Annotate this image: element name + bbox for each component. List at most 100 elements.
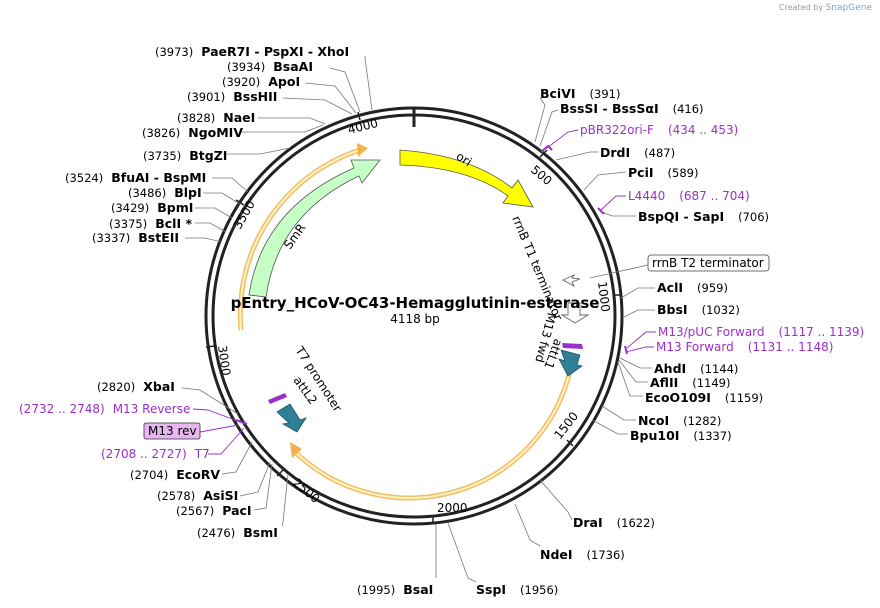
site-leader — [221, 441, 253, 475]
orf-arc-upper-inner — [239, 149, 361, 331]
site-leader — [447, 522, 477, 583]
site-leader — [195, 207, 233, 219]
site-leader — [619, 357, 652, 369]
tick-mark — [205, 345, 216, 348]
rrnb-t2-box — [647, 254, 770, 272]
plasmid-name: pEntry_HCoV-OC43-Hemagglutinin-esterase — [231, 294, 600, 312]
primer-l4440: L4440(687 .. 704) — [628, 189, 750, 203]
primer-leader — [546, 129, 579, 149]
tick-mark — [539, 149, 548, 158]
smr-arrow — [248, 159, 381, 298]
site-xbai: (2820)XbaI — [97, 379, 175, 394]
ori-arrow — [399, 149, 534, 208]
tick-mark — [566, 439, 574, 447]
site-leader — [601, 405, 636, 421]
m13-rev-box — [143, 422, 201, 440]
tick-label: 3500 — [230, 198, 257, 231]
site-blpi: (3486)BlpI — [128, 185, 202, 200]
primer-mark — [540, 144, 553, 153]
site-paci: (2567)PacI — [176, 503, 252, 518]
site-bspqi: BspQI - SapI(706) — [638, 209, 769, 224]
site-bpmi: (3429)BpmI — [111, 200, 193, 215]
site-leader — [618, 359, 648, 383]
orf-arrowhead-upper — [357, 143, 368, 157]
site-naei: (3828)NaeI — [177, 110, 255, 125]
snapgene-credit: Created by SnapGene — [779, 3, 872, 13]
site-leader — [539, 109, 559, 147]
m13-rev-label: M13 rev — [148, 424, 197, 438]
site-leader — [583, 171, 627, 191]
primer-mark — [235, 419, 248, 425]
site-bsteii: (3337)BstEII — [92, 230, 179, 245]
site-leader — [591, 419, 628, 435]
site-ecorv: (2704)EcoRV — [130, 467, 220, 482]
site-leader — [555, 151, 598, 161]
site-bcivi: BciVI(391) — [540, 86, 620, 101]
site-leader — [281, 473, 289, 527]
primer-leader — [626, 331, 656, 349]
tick-label: 3000 — [215, 344, 233, 376]
attl1-arrow — [558, 349, 583, 377]
site-bsmi: (2476)BsmI — [197, 525, 278, 540]
rrnb-t1-arrow — [560, 302, 590, 324]
m13-fwd-primer-mark — [562, 343, 583, 349]
site-ngomiv: (3826)NgoMIV — [142, 125, 243, 140]
site-leader — [620, 287, 655, 299]
orf-arc-lower-inner — [292, 365, 572, 499]
site-leader — [329, 67, 361, 113]
site-apoi: (3920)ApoI — [222, 74, 300, 89]
rrnb-t2-label: rrnB T2 terminator — [652, 256, 764, 270]
site-bcli: (3375)BclI * — [109, 216, 192, 231]
site-leader — [514, 503, 541, 547]
site-leader — [621, 309, 655, 319]
site-bpu10i: Bpu10I(1337) — [630, 428, 732, 443]
site-aflii: AflII(1149) — [650, 375, 731, 390]
primer-m13-forward: M13 Forward(1131 .. 1148) — [656, 340, 833, 354]
site-bsshii: (3901)BssHII — [187, 89, 277, 104]
primer-m13-puc-forward: M13/pUC Forward(1117 .. 1139) — [658, 325, 864, 339]
site-btgzi: (3735)BtgZI — [143, 148, 227, 163]
site-leader — [226, 147, 291, 155]
primer-m13-reverse: (2732 .. 2748)M13 Reverse — [19, 402, 190, 416]
tick-label: 2000 — [437, 501, 468, 515]
site-leader — [185, 237, 223, 243]
site-bsssi: BssSI - BssSαI(416) — [560, 101, 704, 116]
attl2-arrow — [276, 403, 307, 433]
site-ahdi: AhdI(1144) — [654, 361, 738, 376]
site-leader — [304, 82, 357, 114]
site-paer7i: (3973)PaeR7I - PspXI - XhoI — [155, 44, 349, 59]
t7-primer-mark — [268, 393, 287, 404]
primer-t7: (2708 .. 2727)T7 — [101, 447, 210, 461]
snapgene-logo: SnapGene — [825, 3, 872, 13]
primer-mark — [597, 207, 605, 215]
site-bsai: (1995)BsaI — [357, 582, 433, 597]
site-leader — [203, 192, 241, 205]
tick-label: 500 — [528, 163, 555, 188]
site-pcii: PciI(589) — [628, 165, 698, 180]
tick-mark — [357, 111, 361, 121]
primer-leader — [208, 427, 245, 455]
site-asisi: (2578)AsiSI — [157, 488, 238, 503]
site-ncoi: NcoI(1282) — [638, 413, 721, 428]
plasmid-size: 4118 bp — [390, 312, 440, 326]
site-ndei: NdeI(1736) — [540, 547, 625, 562]
tick-mark — [276, 469, 284, 477]
site-leader — [195, 222, 227, 233]
site-leader — [601, 211, 636, 217]
site-leader — [212, 177, 249, 193]
site-leader — [617, 361, 643, 397]
rrnb-t2-arrow — [561, 273, 581, 288]
tick-mark — [235, 199, 245, 206]
tick-label: 1000 — [595, 281, 613, 313]
site-leader — [258, 117, 326, 125]
primer-mark — [624, 345, 628, 355]
site-leader — [181, 387, 239, 415]
primer-leader — [625, 346, 654, 353]
site-bfuai: (3524)BfuAI - BspMI — [65, 170, 206, 185]
rrnb-t2-leader — [589, 264, 649, 279]
site-drdi: DrdI(487) — [600, 145, 675, 160]
site-leader — [282, 97, 353, 115]
site-bsaai: (3934)BsaAI — [227, 59, 313, 74]
site-acli: AclI(959) — [657, 280, 728, 295]
